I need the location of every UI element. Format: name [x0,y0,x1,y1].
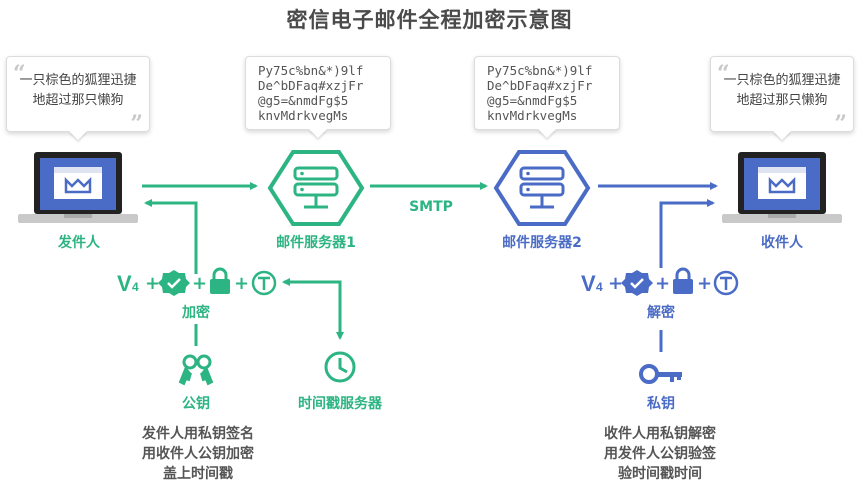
decrypt-description: 收件人用私钥解密 用发件人公钥验签 验时间戳时间 [578,424,742,484]
v4-letter: V [117,271,132,296]
plus-icon: + [697,273,712,294]
receiver-label: 收件人 [761,235,803,251]
encrypt-icon-group: V 4 + + + [117,267,277,296]
quote-close-icon: ” [130,111,143,137]
lock-icon [210,267,230,294]
timestamp-t-icon [713,270,739,296]
arrow-decrypt-to-receiver [659,199,715,268]
receiver-plaintext-bubble: “ 一只棕色的狐狸迅捷 地超过那只懒狗 ” [710,56,854,137]
plaintext-line: 一只棕色的狐狸迅捷 [19,73,137,88]
public-key-label: 公钥 [182,396,210,412]
v4-subscript: 4 [132,280,139,294]
server1-ciphertext-bubble: Py75c%bn&*)9lf De^bDFaq#xzjFr @g5=&nmdFg… [245,56,391,130]
arrow-to-timestamp-server [300,280,344,340]
description-line: 验时间戳时间 [618,466,702,482]
sender-laptop-icon [18,152,138,223]
ciphertext-line: De^bDFaq#xzjFr [258,78,364,93]
plus-icon: + [234,273,249,294]
v4-letter: V [581,271,596,296]
plus-icon: + [655,273,670,294]
ciphertext-line: @g5=&nmdFg$5 [258,93,349,108]
encrypt-description: 发件人用私钥签名 用收件人公钥加密 盖上时间戳 [116,424,280,484]
plus-icon: + [192,273,207,294]
plaintext-line: 地超过那只懒狗 [736,93,828,108]
sender-label: 发件人 [58,235,100,251]
clock-icon [324,351,356,383]
verified-badge-icon [158,270,190,296]
verified-badge-icon [621,270,653,296]
timestamp-t-icon [251,270,277,296]
server2-label: 邮件服务器2 [502,235,582,251]
description-line: 发件人用私钥签名 [142,426,254,442]
server2-ciphertext-bubble: Py75c%bn&*)9lf De^bDFaq#xzjFr @g5=&nmdFg… [474,56,620,130]
plaintext-line: 地超过那只懒狗 [32,93,124,108]
ciphertext-line: Py75c%bn&*)9lf [487,63,593,78]
plus-icon: + [608,273,623,294]
description-line: 收件人用私钥解密 [604,426,716,442]
v4-subscript: 4 [596,280,603,294]
ciphertext-line: De^bDFaq#xzjFr [487,78,593,93]
lock-icon [673,267,693,294]
encrypt-label: 加密 [182,305,210,321]
ciphertext-line: Py75c%bn&*)9lf [258,63,364,78]
private-key-icon [639,364,682,384]
decrypt-label: 解密 [647,305,675,321]
ciphertext-line: knvMdrkvegMs [487,108,578,123]
description-line: 用收件人公钥加密 [142,446,254,462]
diagram-title: 密信电子邮件全程加密示意图 [286,8,573,32]
server1-label: 邮件服务器1 [276,235,356,251]
decrypt-icon-group: V 4 + + + [581,267,739,296]
description-line: 盖上时间戳 [163,466,233,482]
public-key-icon [178,354,214,386]
plus-icon: + [145,273,160,294]
smtp-label: SMTP [409,199,453,215]
quote-close-icon: ” [834,111,847,137]
private-key-label: 私钥 [647,396,675,412]
quote-open-icon: “ [13,61,26,87]
description-line: 用发件人公钥验签 [604,446,716,462]
server1-icon [267,150,365,226]
arrow-encrypt-to-sender [144,199,198,274]
timestamp-server-label: 时间戳服务器 [298,396,382,412]
sender-plaintext-bubble: “ 一只棕色的狐狸迅捷 地超过那只懒狗 ” [6,56,150,137]
receiver-laptop-icon [722,152,842,223]
ciphertext-line: @g5=&nmdFg$5 [487,93,578,108]
quote-open-icon: “ [717,61,730,87]
ciphertext-line: knvMdrkvegMs [258,108,349,123]
server2-icon [493,150,591,226]
plaintext-line: 一只棕色的狐狸迅捷 [723,73,841,88]
